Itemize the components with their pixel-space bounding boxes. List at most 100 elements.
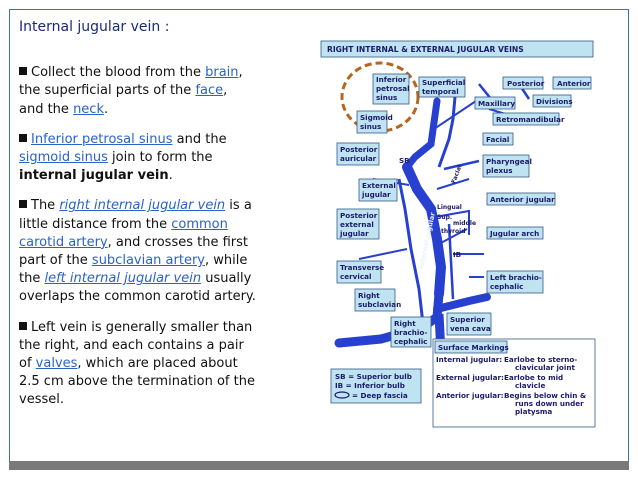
sm-external-key: External jugular: (436, 373, 504, 382)
paragraph-1: Collect the blood from the brain, the su… (19, 64, 315, 119)
paragraph-4: Left vein is generally smaller than the … (19, 319, 315, 410)
label-anterior-jugular: Anterior jugular (490, 195, 555, 204)
legend-ib: IB = Inferior bulb (335, 381, 405, 390)
diagram-title-box (320, 40, 594, 58)
sm-internal-value-2: clavicular joint (515, 363, 575, 372)
p4-text-c: of (19, 356, 36, 372)
left-internal-jugular-vein-link[interactable]: left internal jugular vein (44, 271, 202, 287)
sm-external-value-2: clavicle (515, 381, 545, 390)
text-column: Internal jugular vein : Collect the bloo… (19, 18, 315, 422)
label-transverse-cervical-2: cervical (340, 272, 371, 281)
label-posterior-auricular: Posterior (340, 145, 378, 154)
label-jugular-arch: Jugular arch (489, 229, 539, 238)
p4-text-a: Left vein is generally smaller than (31, 319, 253, 335)
label-external-jugular-2: jugular (361, 190, 391, 199)
label-right-brachiocephalic: Right (394, 319, 416, 328)
label-posterior: Posterior (507, 79, 545, 88)
p4-text-f: vessel. (19, 392, 64, 408)
label-middle: middle (453, 220, 476, 227)
p2-text-a: and the (172, 131, 227, 147)
bullet-icon (19, 133, 27, 142)
label-sb: SB (399, 156, 410, 165)
face-link[interactable]: face (195, 83, 224, 99)
p1-text-d: , (223, 83, 228, 99)
label-retromandibular: Retromandibular (496, 115, 565, 124)
label-inferior-petrosal: Inferior (376, 75, 407, 84)
p3-text-a: The (31, 198, 60, 214)
label-facial: Facial (486, 135, 509, 144)
common-link[interactable]: common (171, 216, 228, 232)
p3-text-c: little distance from the (19, 216, 172, 232)
p3-text-d: , and crosses the first (107, 234, 249, 250)
bullet-icon (19, 67, 27, 76)
valves-link[interactable]: valves (35, 356, 78, 372)
diagram-title: RIGHT INTERNAL & EXTERNAL JUGULAR VEINS (327, 45, 524, 54)
right-internal-jugular-vein-link[interactable]: right internal jugular vein (59, 198, 226, 214)
p1-text-f: . (103, 101, 109, 117)
p1-text-b: , (238, 65, 243, 81)
label-left-brachiocephalic: Left brachio- (490, 273, 542, 282)
label-posterior-external: Posterior (340, 211, 378, 220)
sm-internal-value: Earlobe to sterno- (504, 355, 577, 364)
legend-sb: SB = Superior bulb (335, 372, 412, 381)
p3-text-h: usually (201, 271, 252, 287)
label-superior-vena-cava: Superior (450, 315, 485, 324)
label-lingual: Lingual (437, 204, 462, 211)
label-surface-markings: Surface Markings (438, 343, 509, 352)
label-posterior-external-2: external (340, 220, 374, 229)
paragraph-3: The right internal jugular vein is a lit… (19, 197, 315, 306)
surface-markings-panel (432, 338, 596, 428)
deep-fascia-icon (334, 391, 350, 399)
label-right-subclavian-2: subclavian (358, 300, 401, 309)
label-divisions: Divisions (536, 97, 573, 106)
brain-link[interactable]: brain (205, 65, 239, 81)
paragraph-2: Inferior petrosal sinus and the sigmoid … (19, 131, 315, 186)
label-external-jugular: External (362, 181, 396, 190)
label-anterior: Anterior (557, 79, 591, 88)
label-right-subclavian: Right (358, 291, 380, 300)
label-transverse-cervical: Transverse (340, 263, 384, 272)
bullet-icon (19, 200, 27, 209)
p1-text-c: the superficial parts of the (19, 83, 196, 99)
internal-jugular-vein-term: internal jugular vein (19, 168, 169, 184)
label-maxillary: Maxillary (478, 99, 515, 108)
sm-anterior-value: Begins below chin & (504, 391, 586, 400)
label-posterior-auricular-2: auricular (340, 154, 377, 163)
p3-text-e: part of the (19, 253, 92, 269)
sm-internal-key: Internal jugular: (436, 355, 502, 364)
neck-link[interactable]: neck (73, 101, 104, 117)
subclavian-artery-link[interactable]: subclavian artery (91, 253, 205, 269)
label-superficial-temporal-2: temporal (422, 87, 459, 96)
p1-text-e: and the (19, 101, 74, 117)
p3-text-f: , while (205, 253, 248, 269)
p3-text-g: the (19, 271, 45, 287)
label-ib: IB (453, 250, 461, 259)
legend-fascia: = Deep fascia (352, 391, 408, 400)
p4-text-d: , which are placed about (77, 356, 238, 372)
p4-text-e: 2.5 cm above the termination of the (19, 374, 255, 390)
label-sigmoid-2: sinus (360, 122, 381, 131)
p3-text-b: is a (225, 198, 252, 214)
label-inferior-petrosal-3: sinus (376, 93, 397, 102)
label-pharyngeal-2: plexus (486, 166, 513, 175)
label-left-brachiocephalic-2: cephalic (490, 282, 523, 291)
carotid-artery-link[interactable]: carotid artery (19, 234, 108, 250)
slide-title: Internal jugular vein : (19, 19, 170, 35)
label-superficial-temporal: Superficial (422, 78, 465, 87)
inferior-petrosal-sinus-link[interactable]: Inferior petrosal sinus (31, 131, 173, 147)
p3-text-i: overlaps the common carotid artery. (19, 289, 256, 305)
label-sup: Sup. (437, 214, 452, 221)
label-thyroid: thyroid (441, 228, 465, 235)
sm-anterior-value-2: runs down under (515, 399, 584, 408)
sm-external-value: Earlobe to mid (504, 373, 563, 382)
p2-text-d: . (168, 168, 173, 184)
slide-footer-band (9, 461, 629, 470)
label-posterior-external-3: jugular (339, 229, 369, 238)
label-right-brachiocephalic-2: brachio- (394, 328, 427, 337)
p2-text-b: join to form the (107, 150, 213, 166)
label-sigmoid: Sigmoid (360, 113, 393, 122)
bullet-icon (19, 321, 27, 330)
label-inferior-petrosal-2: petrosal (376, 84, 410, 93)
label-pharyngeal: Pharyngeal (486, 157, 532, 166)
sigmoid-sinus-link[interactable]: sigmoid sinus (19, 150, 108, 166)
